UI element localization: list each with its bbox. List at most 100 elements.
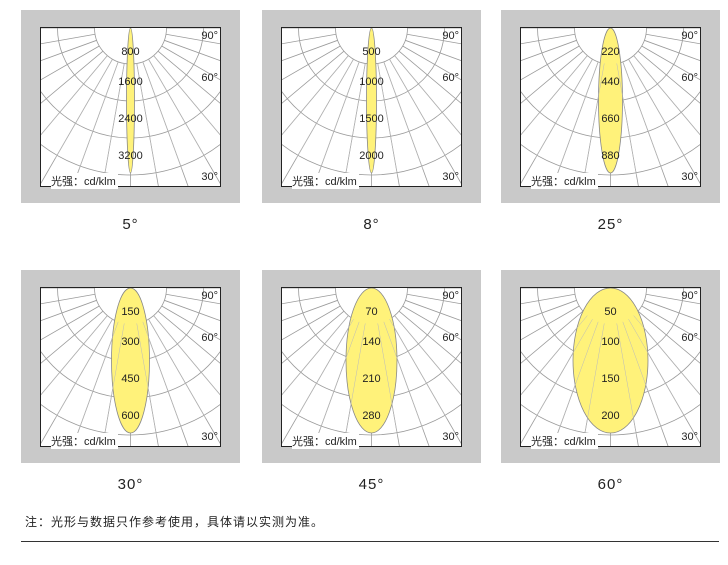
radial-grid-line [383,321,424,430]
angle-label: 30° [681,431,698,443]
radial-grid-line [282,315,349,396]
radial-grid-line [282,55,349,136]
radial-grid-line [41,45,100,81]
ring-value-label: 280 [362,410,381,422]
polar-plot: 50 100 150 200 90° 60° 30° 光强：cd/klm [520,287,701,449]
angle-label: 90° [442,290,459,302]
angle-label: 30° [201,431,218,443]
ring-value-label: 2400 [118,113,143,125]
radial-grid-line [622,61,663,170]
ring-value-label: 150 [601,373,620,385]
radial-grid-line [402,45,461,81]
radial-grid-line [148,59,206,159]
beam-shape [345,288,398,434]
angle-label: 60° [201,72,218,84]
radial-grid-line [521,315,588,396]
angle-label: 90° [442,30,459,42]
unit-label: 光强：cd/klm [51,433,118,449]
angle-label: 90° [681,30,698,42]
radial-grid-line [628,319,686,419]
radial-grid-line [402,305,461,341]
beam-shape [572,288,649,434]
radial-grid-line [78,61,119,170]
ring-value-label: 210 [362,373,381,385]
ring-value-label: 140 [362,336,381,348]
ring-grid-line [282,404,461,436]
unit-label: 光强：cd/klm [51,173,118,189]
ring-value-label: 880 [601,150,620,162]
ring-value-label: 100 [601,336,620,348]
beam-angle-caption: 45° [358,476,385,493]
radial-grid-line [377,323,398,436]
radial-grid-line [161,305,220,341]
ring-grid-line [282,144,461,176]
radial-grid-line [558,61,599,170]
ring-value-label: 2000 [359,150,384,162]
beam-shape [126,28,135,174]
angle-label: 60° [442,72,459,84]
angle-label: 30° [201,171,218,183]
radial-grid-line [633,315,700,396]
radial-grid-line [136,63,157,176]
radial-grid-line [148,319,206,419]
beam-angle-caption: 60° [597,476,624,493]
radial-grid-line [521,55,588,136]
ring-value-label: 3200 [118,150,143,162]
unit-label: 光强：cd/klm [292,433,359,449]
unit-label: 光强：cd/klm [531,173,598,189]
angle-label: 30° [442,431,459,443]
radial-grid-line [104,323,125,436]
angle-label: 90° [201,290,218,302]
beam-angle-caption: 8° [363,216,380,233]
ring-value-label: 50 [604,306,617,318]
radial-grid-line [142,61,183,170]
radial-grid-line [622,321,663,430]
disclaimer-note: 注：光形与数据只作参考使用，具体请以实测为准。 [25,515,325,529]
ring-value-label: 70 [365,306,378,318]
unit-label: 光强：cd/klm [531,433,598,449]
angle-label: 60° [201,332,218,344]
radial-grid-line [535,319,593,419]
radial-grid-line [153,55,220,136]
radial-grid-line [55,59,113,159]
light-distribution-panel: 50 100 150 200 90° 60° 30° 光强：cd/klm [501,270,720,463]
radial-grid-line [78,321,119,430]
angle-label: 60° [681,332,698,344]
ring-grid-line [41,404,220,436]
ring-value-label: 300 [121,336,140,348]
radial-grid-line [104,63,125,176]
radial-grid-line [521,305,580,341]
ring-grid-line [521,144,700,176]
angle-label: 90° [681,290,698,302]
beam-angle-caption: 30° [117,476,144,493]
radial-grid-line [142,321,183,430]
angle-label: 30° [681,171,698,183]
radial-grid-line [345,63,366,176]
ring-value-label: 800 [121,46,140,58]
beam-shape [366,28,377,174]
radial-grid-line [535,59,593,159]
angle-label: 30° [442,171,459,183]
radial-grid-line [41,55,108,136]
radial-grid-line [389,319,447,419]
beam-shape [598,28,623,174]
radial-grid-line [377,63,398,176]
ring-value-label: 450 [121,373,140,385]
unit-label: 光强：cd/klm [292,173,359,189]
radial-grid-line [584,63,605,176]
radial-grid-line [161,45,220,81]
radial-grid-line [383,61,424,170]
radial-grid-line [389,59,447,159]
ring-value-label: 200 [601,410,620,422]
radial-grid-line [136,323,157,436]
